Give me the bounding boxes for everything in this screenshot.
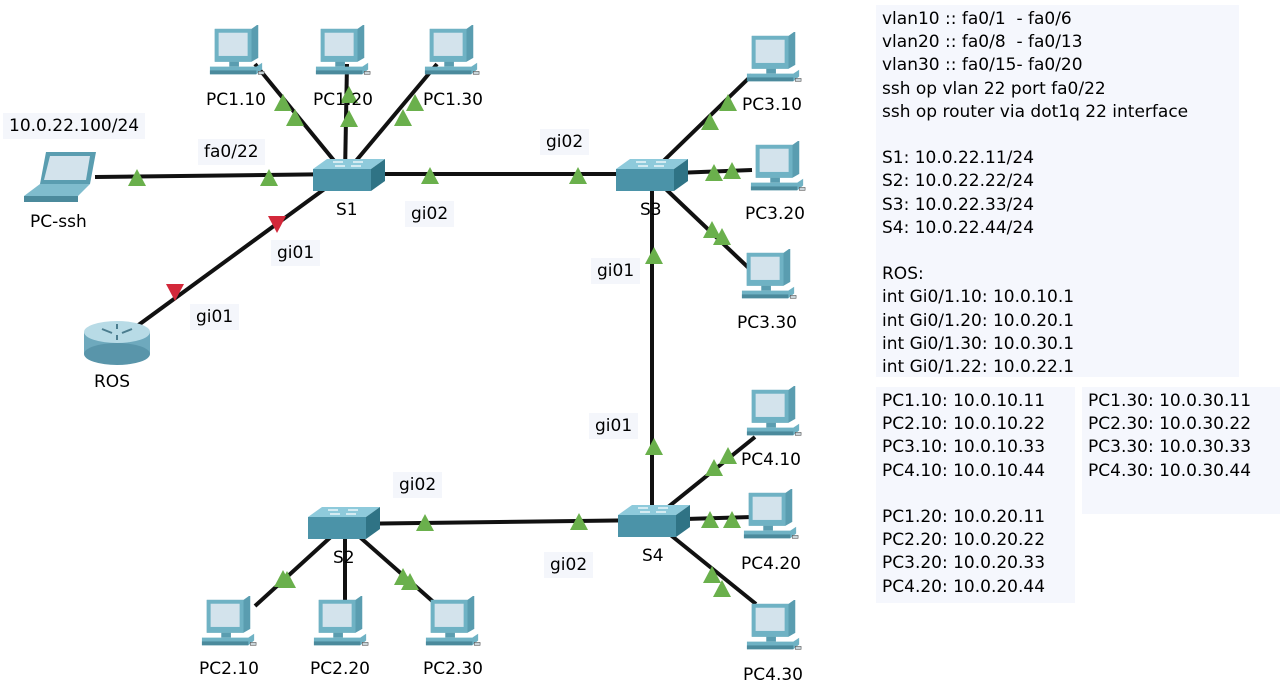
port-up-marker [701,511,719,528]
pc-2-30-icon[interactable] [425,595,481,646]
switch-s4-icon[interactable] [617,504,691,538]
port-up-marker [406,94,424,111]
node-label-s1: S1 [336,200,358,220]
port-tag-ros-gi01: gi01 [190,304,240,330]
node-label-pc-ssh: PC-ssh [30,212,87,232]
port-tag-s1-fa0-22: fa0/22 [198,139,265,165]
port-up-marker [705,459,723,476]
port-tag-s3-gi02: gi02 [540,129,590,155]
port-up-marker [703,566,721,583]
pc-ssh-ip-tag: 10.0.22.100/24 [3,113,146,139]
port-tag-s4-gi02: gi02 [544,552,594,578]
node-label-s4: S4 [642,546,664,566]
pc-4-10-icon[interactable] [746,385,802,436]
port-markers [128,86,741,597]
port-up-marker [340,110,358,127]
port-up-marker [569,167,587,184]
port-tag-s2-gi02: gi02 [393,472,443,498]
pc-1-30-icon[interactable] [424,24,480,75]
port-up-marker [274,94,292,111]
port-up-marker [723,511,741,528]
node-label-s3: S3 [640,200,662,220]
port-up-marker [570,513,588,530]
pc-3-30-icon[interactable] [741,248,797,299]
node-label-pc3-10: PC3.10 [742,95,802,115]
switch-s3-icon[interactable] [615,158,689,192]
router-ros-icon[interactable] [83,320,151,366]
node-label-pc4-30: PC4.30 [743,665,803,685]
node-label-pc1-20: PC1.20 [313,90,373,110]
port-up-marker [128,169,146,186]
port-tag-s1-gi02: gi02 [405,201,455,227]
port-up-marker [278,571,296,588]
port-up-marker [416,514,434,531]
vlan-config-note: vlan10 :: fa0/1 - fa0/6 vlan20 :: fa0/8 … [876,5,1239,377]
pc-4-20-icon[interactable] [743,488,799,539]
port-up-marker [703,221,721,238]
port-up-marker [705,164,723,181]
switch-s1-icon[interactable] [312,158,386,192]
port-up-marker [286,109,304,126]
pc-addresses-note-left: PC1.10: 10.0.10.11 PC2.10: 10.0.10.22 PC… [876,387,1075,603]
switch-s2-icon[interactable] [307,506,381,540]
node-label-pc4-20: PC4.20 [741,554,801,574]
port-up-marker [645,438,663,455]
node-label-pc1-30: PC1.30 [423,90,483,110]
port-up-marker [260,169,278,186]
node-label-ros: ROS [94,372,130,392]
pc-2-10-icon[interactable] [201,595,257,646]
port-up-marker [713,580,731,597]
port-up-marker [723,162,741,179]
port-down-marker [166,284,184,301]
port-tag-s1-gi01: gi01 [271,240,321,266]
node-label-pc3-30: PC3.30 [737,313,797,333]
pc-1-10-icon[interactable] [209,24,265,75]
pc-2-20-icon[interactable] [313,595,369,646]
port-up-marker [421,167,439,184]
port-up-marker [340,86,358,103]
pc-3-20-icon[interactable] [750,140,806,191]
node-label-pc2-20: PC2.20 [310,659,370,679]
port-tag-s3-gi01: gi01 [591,258,641,284]
port-up-marker [401,573,419,590]
port-up-marker [719,447,737,464]
port-tag-s4-gi01: gi01 [589,413,639,439]
port-down-marker [268,216,286,233]
node-label-pc4-10: PC4.10 [741,450,801,470]
port-up-marker [645,247,663,264]
port-up-marker [719,94,737,111]
pc-4-30-icon[interactable] [746,599,802,650]
node-label-pc1-10: PC1.10 [206,90,266,110]
pc-1-20-icon[interactable] [315,24,371,75]
port-up-marker [701,113,719,130]
pc-3-10-icon[interactable] [746,31,802,82]
pc-addresses-note-right: PC1.30: 10.0.30.11 PC2.30: 10.0.30.22 PC… [1082,387,1280,514]
laptop-pc-ssh-icon[interactable] [24,152,96,202]
node-label-pc2-10: PC2.10 [199,659,259,679]
port-up-marker [394,109,412,126]
port-up-marker [713,228,731,245]
node-label-pc3-20: PC3.20 [745,204,805,224]
node-label-s2: S2 [333,548,355,568]
node-label-pc2-30: PC2.30 [423,659,483,679]
